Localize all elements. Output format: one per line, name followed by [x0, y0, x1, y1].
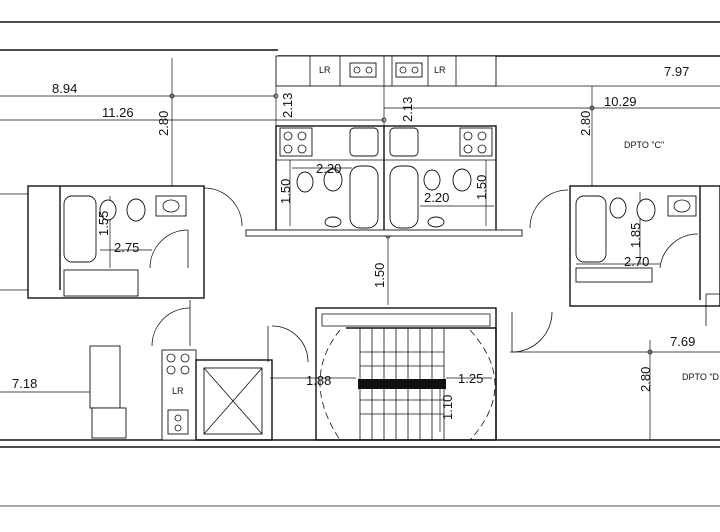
dim-2-80-lower: 2.80 — [638, 367, 653, 392]
dim-8-94: 8.94 — [52, 81, 77, 96]
dimension-labels: 8.94 11.26 2.80 2.13 2.13 7.97 10.29 2.8… — [12, 64, 695, 420]
dim-1-55: 1.55 — [96, 211, 111, 236]
top-kitchens — [275, 55, 497, 87]
room-labels: LR LR LR DPTO "C" DPTO "D — [172, 65, 720, 396]
stairwell — [315, 307, 553, 441]
dim-1-85: 1.85 — [628, 223, 643, 248]
dim-7-97: 7.97 — [664, 64, 689, 79]
dim-1-50-b: 1.50 — [474, 175, 489, 200]
dim-1-25: 1.25 — [458, 371, 483, 386]
dim-2-20-b: 2.20 — [424, 190, 449, 205]
dim-2-70: 2.70 — [624, 254, 649, 269]
dim-1-88: 1.88 — [306, 373, 331, 388]
dim-11-26: 11.26 — [102, 105, 134, 120]
lower-left-kitchen — [89, 300, 197, 441]
dim-1-50-a: 1.50 — [278, 179, 293, 204]
central-baths — [245, 125, 523, 237]
elevator-shaft — [195, 325, 309, 441]
dim-1-50-center: 1.50 — [372, 263, 387, 288]
lr-label-top-right: LR — [434, 65, 446, 75]
left-bathroom — [0, 185, 243, 299]
dim-2-13-left: 2.13 — [280, 93, 295, 118]
dim-7-18: 7.18 — [12, 376, 37, 391]
dim-2-13-right: 2.13 — [400, 97, 415, 122]
dim-7-69: 7.69 — [670, 334, 695, 349]
right-bathroom — [529, 185, 720, 326]
dim-2-80-left: 2.80 — [156, 111, 171, 136]
dpto-c-label: DPTO "C" — [624, 140, 664, 150]
dim-2-80-right: 2.80 — [578, 111, 593, 136]
dim-2-75: 2.75 — [114, 240, 139, 255]
dim-2-20-a: 2.20 — [316, 161, 341, 176]
dim-1-10: 1.10 — [440, 395, 455, 420]
dpto-d-label: DPTO "D — [682, 372, 720, 382]
dim-10-29: 10.29 — [604, 94, 637, 109]
dimension-lines — [0, 58, 720, 440]
lr-label-top-left: LR — [319, 65, 331, 75]
lr-label-bottom: LR — [172, 386, 184, 396]
